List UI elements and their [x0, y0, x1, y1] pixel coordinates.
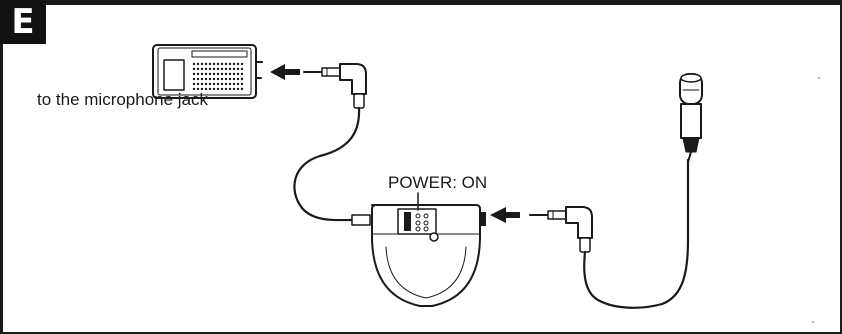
left-cable [293, 106, 361, 222]
right-cable [583, 158, 690, 309]
right-plug [529, 206, 593, 253]
unit-left-connector [351, 214, 371, 226]
main-unit [371, 204, 486, 307]
left-plug [303, 63, 367, 109]
arrow-left-top [270, 64, 300, 80]
mic-jack-label: to the microphone jack [37, 90, 209, 109]
step-badge: E [0, 0, 46, 44]
recorder-device [152, 44, 263, 99]
top-rule [0, 0, 842, 5]
power-label: POWER: ON [388, 173, 488, 192]
arrow-left-right [490, 207, 520, 223]
microphone [679, 73, 703, 163]
